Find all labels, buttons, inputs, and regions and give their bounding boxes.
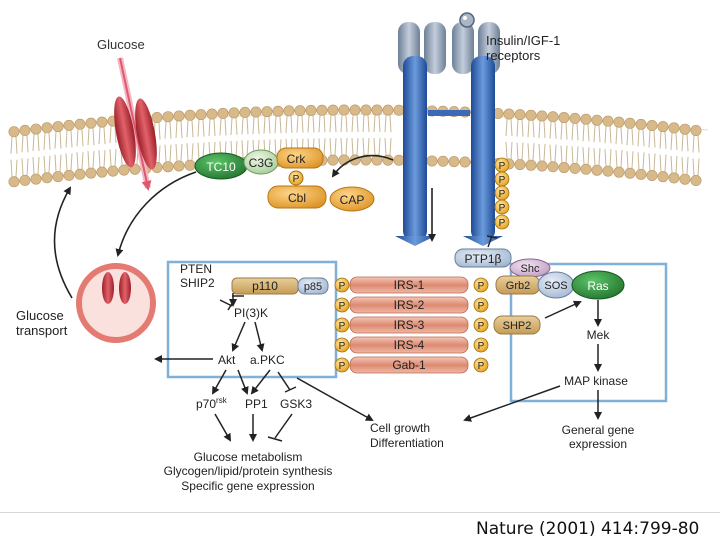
p70rsk-label: p70rsk	[196, 396, 228, 411]
svg-text:CAP: CAP	[340, 193, 365, 207]
apkc-label: a.PKC	[250, 353, 285, 367]
substrate-phospho-right-label: P	[478, 321, 485, 332]
map-kinase-pathway-arrows	[463, 300, 602, 422]
general-gene-label: General gene	[562, 423, 635, 437]
svg-text:Ras: Ras	[587, 279, 608, 293]
ras-complex: Shc Grb2 SOS Ras SHP2	[493, 258, 625, 335]
glucose-transport-label: Glucose transport	[16, 308, 68, 338]
footer-divider	[0, 512, 720, 513]
cbl-node	[267, 185, 327, 209]
substrate-bar	[349, 316, 469, 334]
svg-text:Cbl: Cbl	[288, 191, 306, 205]
specific-gene-expression-label: Specific gene expression	[181, 479, 314, 493]
mek-label: Mek	[587, 328, 611, 342]
tc10-to-vesicle-arrow	[115, 171, 197, 257]
receptor-phospho-3-label: P	[499, 189, 506, 200]
svg-text:TC10: TC10	[206, 160, 236, 174]
receptor-phospho-5	[494, 214, 510, 230]
glut4-transporter-membrane	[114, 96, 157, 170]
tc10-complex: TC10 C3G Crk P Cbl CAP	[194, 147, 375, 212]
pi3k-pathway-box	[166, 260, 338, 379]
p85-node	[297, 277, 329, 295]
svg-text:C3G: C3G	[249, 156, 274, 170]
crk-phospho	[288, 170, 304, 186]
map-kinase-label: MAP kinase	[564, 374, 628, 388]
akt-label: Akt	[218, 353, 236, 367]
svg-text:PTP1β: PTP1β	[465, 252, 502, 266]
cell-growth-label: Cell growth	[370, 421, 430, 435]
substrate-phospho-left-label: P	[339, 321, 346, 332]
substrate-phospho-left	[334, 357, 350, 373]
receptor-phospho-4-label: P	[499, 203, 506, 214]
substrate-phospho-right	[473, 317, 489, 333]
substrate-label: Gab-1	[392, 358, 426, 372]
receptor-phospho-5-label: P	[499, 218, 506, 229]
svg-text:Grb2: Grb2	[506, 280, 530, 292]
substrate-bar	[349, 336, 469, 354]
substrate-phospho-left-label: P	[339, 281, 346, 292]
pi3k-pathway-arrows	[154, 293, 374, 442]
pten-label: PTEN	[180, 262, 212, 276]
substrate-bar	[349, 276, 469, 294]
cell-membrane	[8, 104, 709, 188]
substrate-phospho-right	[473, 277, 489, 293]
receptor-phospho-1-label: P	[499, 161, 506, 172]
substrate-label: IRS-2	[394, 298, 425, 312]
substrate-phospho-right	[473, 297, 489, 313]
receptor-label: Insulin/IGF-1 receptors	[486, 33, 564, 63]
glucose-metabolism-label: Glucose metabolism	[194, 450, 303, 464]
svg-text:Crk: Crk	[287, 152, 307, 166]
glut4-vesicle	[76, 263, 156, 343]
substrate-phospho-right-label: P	[478, 361, 485, 372]
svg-text:p85: p85	[304, 281, 322, 293]
substrate-phospho-left-label: P	[339, 301, 346, 312]
substrate-phospho-left-label: P	[339, 341, 346, 352]
pi3k-subunits: p110 p85	[231, 277, 329, 295]
svg-text:P: P	[293, 174, 300, 185]
substrate-phospho-right	[473, 357, 489, 373]
substrate-phospho-left	[334, 297, 350, 313]
glucose-influx-arrow	[117, 57, 152, 191]
svg-text:SOS: SOS	[544, 280, 567, 292]
substrate-label: IRS-4	[394, 338, 425, 352]
substrate-phospho-right-label: P	[478, 301, 485, 312]
ptp1b-node: PTP1β	[454, 235, 512, 268]
svg-text:Shc: Shc	[521, 263, 540, 275]
receptor-phospho-4	[494, 199, 510, 215]
receptor-phospho-2-label: P	[499, 175, 506, 186]
pp1-label: PP1	[245, 397, 268, 411]
substrate-phospho-right-label: P	[478, 281, 485, 292]
glucose-label: Glucose	[97, 37, 145, 52]
ship2-label: SHIP2	[180, 276, 215, 290]
source-credit: Nature (2001) 414:799-80	[476, 519, 700, 539]
differentiation-label: Differentiation	[370, 436, 444, 450]
substrate-phospho-left	[334, 337, 350, 353]
ras-node	[571, 270, 625, 300]
substrate-label: IRS-1	[394, 278, 425, 292]
svg-text:p110: p110	[252, 279, 278, 293]
substrate-phospho-left	[334, 317, 350, 333]
insulin-receptor	[395, 22, 503, 246]
substrate-phospho-left-label: P	[339, 361, 346, 372]
gsk3-label: GSK3	[280, 397, 312, 411]
cap-node	[329, 186, 375, 212]
svg-text:SHP2: SHP2	[503, 320, 532, 332]
vesicle-to-membrane-arrow	[53, 186, 73, 299]
receptor-to-cbl-arrow	[331, 154, 394, 178]
general-gene-label-2: expression	[569, 437, 627, 451]
crk-node	[276, 147, 324, 169]
shp2-node	[493, 315, 541, 335]
substrate-label: IRS-3	[394, 318, 425, 332]
synthesis-label: Glycogen/lipid/protein synthesis	[164, 464, 333, 478]
pi3k-label: PI(3)K	[234, 306, 268, 320]
substrate-phospho-right	[473, 337, 489, 353]
substrate-bar	[349, 296, 469, 314]
insulin-ligand-icon	[459, 12, 475, 28]
substrate-phospho-right-label: P	[478, 341, 485, 352]
substrate-phospho-left	[334, 277, 350, 293]
substrate-bar	[349, 356, 469, 374]
